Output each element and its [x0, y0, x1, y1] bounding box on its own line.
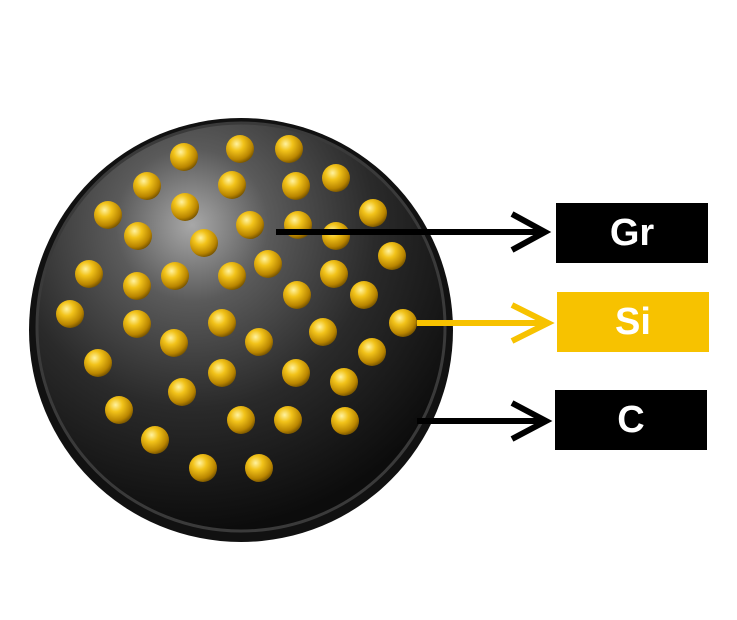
silicon-particle [254, 250, 282, 278]
silicon-particle [275, 135, 303, 163]
silicon-particle [350, 281, 378, 309]
silicon-particle [84, 349, 112, 377]
silicon-particle [359, 199, 387, 227]
label-c: C [555, 390, 707, 450]
label-gr-text: Gr [609, 212, 655, 254]
silicon-particle [105, 396, 133, 424]
silicon-particle [236, 211, 264, 239]
silicon-particle [123, 310, 151, 338]
silicon-particle [171, 193, 199, 221]
silicon-particle [282, 172, 310, 200]
silicon-particle [208, 359, 236, 387]
silicon-particle [358, 338, 386, 366]
silicon-particle [309, 318, 337, 346]
silicon-particle [322, 164, 350, 192]
silicon-particle [133, 172, 161, 200]
silicon-particle [245, 328, 273, 356]
silicon-particle [94, 201, 122, 229]
silicon-particle [245, 454, 273, 482]
silicon-particle [330, 368, 358, 396]
label-gr: Gr [556, 203, 708, 263]
silicon-particle [123, 272, 151, 300]
silicon-particle [124, 222, 152, 250]
silicon-particle [170, 143, 198, 171]
silicon-particle [282, 359, 310, 387]
silicon-particle [283, 281, 311, 309]
silicon-particle [75, 260, 103, 288]
silicon-particle [160, 329, 188, 357]
silicon-particle [218, 171, 246, 199]
silicon-particle [218, 262, 246, 290]
silicon-particle [168, 378, 196, 406]
silicon-particle [389, 309, 417, 337]
label-c-text: C [617, 399, 645, 441]
silicon-particle [141, 426, 169, 454]
label-si: Si [557, 292, 709, 352]
silicon-particle [190, 229, 218, 257]
silicon-particle [320, 260, 348, 288]
silicon-particle [378, 242, 406, 270]
silicon-particle [274, 406, 302, 434]
arrow-c [417, 400, 553, 442]
silicon-particle [227, 406, 255, 434]
silicon-particle [322, 222, 350, 250]
silicon-particle [189, 454, 217, 482]
silicon-particle [331, 407, 359, 435]
silicon-particle [208, 309, 236, 337]
arrow-gr [276, 211, 552, 253]
arrow-si [417, 302, 555, 344]
silicon-particle [161, 262, 189, 290]
silicon-particle [226, 135, 254, 163]
silicon-particle [56, 300, 84, 328]
label-si-text: Si [615, 301, 651, 343]
